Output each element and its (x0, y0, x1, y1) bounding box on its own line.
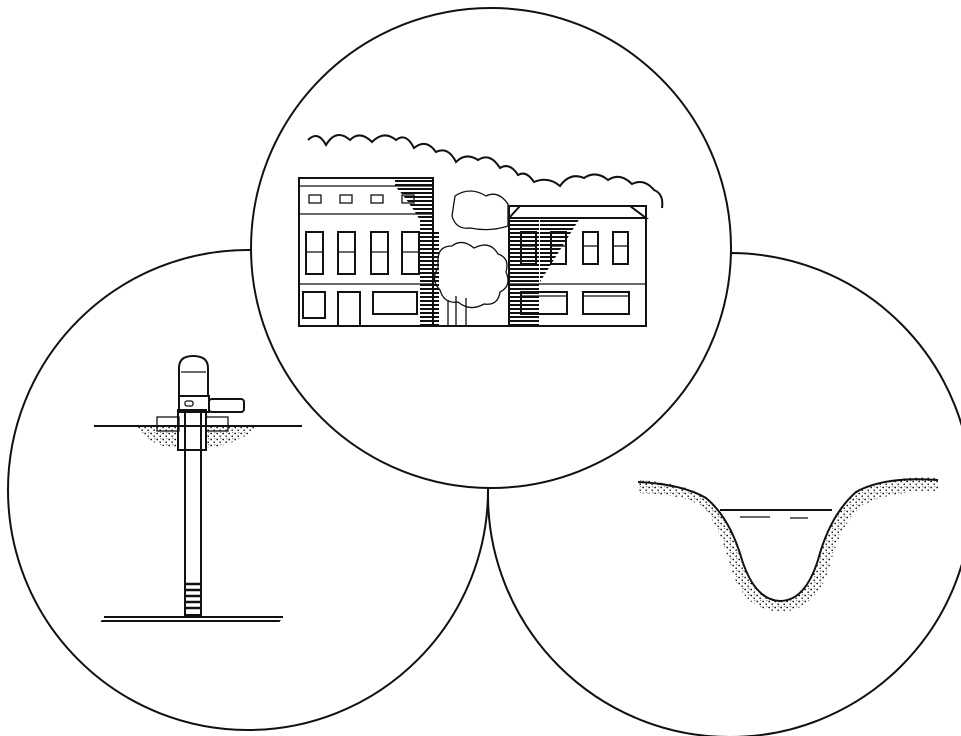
well-screen (186, 580, 200, 614)
aquifer-hatching (99, 618, 282, 624)
building-gap-shadow (433, 230, 439, 326)
urban-panel (251, 8, 731, 488)
